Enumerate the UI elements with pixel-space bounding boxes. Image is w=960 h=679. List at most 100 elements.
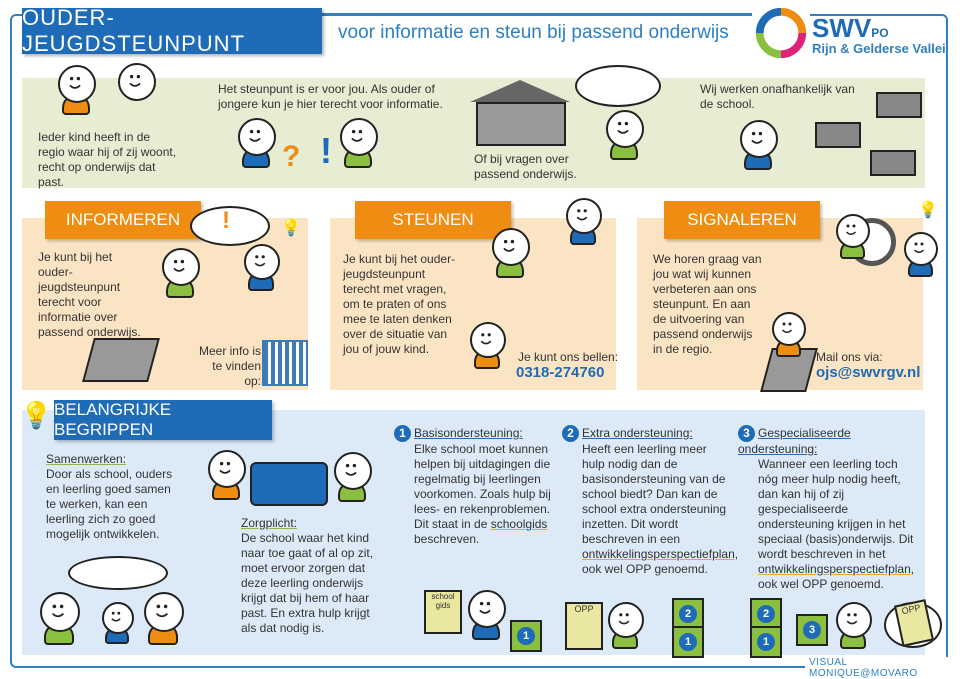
figure-head (340, 118, 378, 156)
figure-face (129, 74, 141, 87)
figure-face (480, 333, 492, 345)
figure-head (836, 214, 870, 248)
figure-head (836, 602, 872, 638)
level-highlight: ontwikkelingsperspectiefplan, (758, 562, 915, 576)
logo-name-text: SWV (812, 13, 872, 43)
figure-face (846, 613, 858, 625)
lightbulb-icon: 💡 (20, 400, 53, 430)
thought-bubble (68, 556, 168, 590)
footer-credit: VISUAL MONIQUE@MOVARO (805, 657, 960, 679)
level-number-badge: 1 (394, 425, 411, 442)
school-icon (815, 122, 861, 148)
level-text-end: beschreven. (414, 532, 480, 546)
figure-head (334, 452, 372, 490)
informeren-contact-label: Meer info is te vinden op: (198, 344, 261, 388)
figure-face (576, 209, 588, 221)
figure-face (249, 129, 261, 142)
lightbulb-icon: 💡 (281, 220, 301, 237)
logo-name: SWVPO (812, 13, 889, 44)
figure-face (111, 611, 121, 622)
puzzle-icon (250, 462, 328, 506)
block-1: 1 (672, 626, 704, 658)
logo-suffix: PO (871, 26, 889, 40)
figure-head (58, 65, 96, 103)
zorgplicht-block: Zorgplicht: De school waar het kind naar… (241, 516, 376, 636)
samenwerken-text: Door als school, ouders en leerling goed… (46, 467, 173, 541)
figure-face (503, 239, 515, 252)
speech-bubble (190, 206, 270, 246)
steunen-contact-label: Je kunt ons bellen: (518, 350, 619, 364)
intro-text-2: Het steunpunt is er voor jou. Als ouder … (218, 82, 443, 111)
school-icon (876, 92, 922, 118)
question-mark-icon: ? (282, 140, 301, 173)
concepts-title: BELANGRIJKE BEGRIPPEN (54, 400, 272, 440)
level-highlight: ontwikkelingsperspectiefplan, (582, 547, 739, 561)
zorgplicht-text: De school waar het kind naar toe gaat of… (241, 531, 374, 635)
level-text-end: ook wel OPP genoemd. (582, 562, 708, 576)
block-number: 1 (679, 633, 697, 651)
samenwerken-term: Samenwerken: (46, 452, 127, 466)
level-term: Extra ondersteuning: (582, 426, 693, 440)
qr-code[interactable] (262, 340, 308, 386)
signaleren-text: We horen graag van jou wat wij kunnen ve… (653, 252, 762, 356)
figure-face (254, 255, 266, 267)
intro-text-4: Wij werken onafhankelijk van de school. (700, 82, 855, 111)
level-term: Gespecialiseerde ondersteuning: (738, 426, 851, 456)
level-text: Heeft een leerling meer hulp nodig dan d… (582, 442, 727, 546)
steunen-text: Je kunt bij het ouder-jeugdsteunpunt ter… (343, 252, 456, 356)
block-3: 3 (796, 614, 828, 646)
logo (752, 3, 810, 65)
figure-head (904, 232, 938, 266)
figure-face (51, 604, 65, 618)
steunen-panel (330, 218, 616, 390)
logo-ring-icon (755, 7, 807, 59)
figure-head (144, 592, 184, 632)
figure-head (470, 322, 506, 358)
logo-region: Rijn & Gelderse Vallei (812, 41, 946, 56)
figure-head (468, 590, 506, 628)
figure-face (69, 76, 81, 89)
figure-face (751, 131, 763, 144)
schoolgids-book: school gids (424, 590, 462, 634)
block-1: 1 (510, 620, 542, 652)
poster-frame (10, 14, 948, 668)
level-number-badge: 3 (738, 425, 755, 442)
intro-text-1: Ieder kind heeft in de regio waar hij of… (38, 130, 177, 189)
thought-bubble (575, 65, 661, 107)
level-number-badge: 2 (562, 425, 579, 442)
figure-head (102, 602, 134, 634)
section-title-informeren: INFORMEREN (45, 201, 201, 239)
figure-face (155, 604, 169, 618)
email-address[interactable]: ojs@swvrgv.nl (816, 364, 921, 381)
section-title-steunen: STEUNEN (355, 201, 511, 239)
lightbulb-icon: 💡 (918, 202, 938, 219)
figure-face (219, 461, 231, 474)
exclamation-icon: ! (320, 130, 332, 171)
block-number: 1 (517, 627, 535, 645)
block-number: 3 (803, 621, 821, 639)
figure-face (617, 121, 629, 134)
figure-head (740, 120, 778, 158)
figure-head (492, 228, 530, 266)
level-term: Basisondersteuning: (414, 426, 523, 440)
figure-face (845, 224, 857, 235)
figure-face (913, 242, 925, 253)
figure-face (173, 259, 185, 272)
figure-face (345, 463, 357, 476)
block-number: 2 (679, 605, 697, 623)
figure-face (351, 129, 363, 142)
figure-head (608, 602, 644, 638)
samenwerken-block: Samenwerken: Door als school, ouders en … (46, 452, 181, 542)
phone-number[interactable]: 0318-274760 (516, 364, 605, 381)
level-highlight: schoolgids (490, 517, 548, 531)
school-icon (870, 150, 916, 176)
school-roof (470, 80, 570, 102)
laptop-icon (82, 338, 160, 382)
figure-face (618, 613, 630, 625)
informeren-text: Je kunt bij het ouder-jeugdsteunpunt ter… (38, 250, 141, 339)
figure-head (40, 592, 80, 632)
figure-head (606, 110, 644, 148)
block-1: 1 (750, 626, 782, 658)
